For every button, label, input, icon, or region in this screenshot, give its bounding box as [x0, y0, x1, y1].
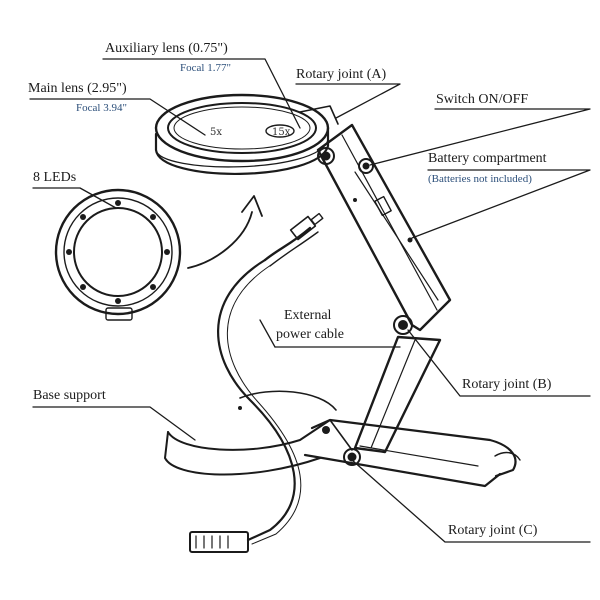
auxiliary-lens-focal: Focal 1.77"	[180, 62, 231, 74]
external-power-label-line2: power cable	[276, 327, 345, 342]
auxiliary-lens-label: Auxiliary lens (0.75")	[105, 41, 228, 56]
external-power-label-line1: External	[284, 308, 332, 323]
switch-label: Switch ON/OFF	[436, 92, 529, 107]
battery-compartment-label: Battery compartment	[428, 151, 547, 166]
base-support-label: Base support	[33, 388, 106, 403]
lower-arm	[353, 315, 442, 454]
rotary-joint-a-label: Rotary joint (A)	[296, 67, 387, 82]
lens-head	[154, 93, 339, 175]
leader-lines	[29, 58, 591, 543]
rotary-joint-b-label: Rotary joint (B)	[462, 377, 552, 392]
main-lens-mark: 5x	[210, 127, 222, 138]
rotary-joint-c-label: Rotary joint (C)	[448, 523, 538, 538]
leds-label: 8 LEDs	[33, 170, 77, 185]
power-cable	[189, 212, 324, 553]
battery-note: (Batteries not included)	[428, 173, 532, 185]
arm	[316, 123, 452, 332]
led-ring	[54, 188, 263, 321]
base	[164, 390, 521, 488]
main-lens-focal: Focal 3.94"	[76, 102, 127, 114]
aux-lens-mark: 15x	[272, 127, 291, 138]
main-lens-label: Main lens (2.95")	[28, 81, 127, 96]
